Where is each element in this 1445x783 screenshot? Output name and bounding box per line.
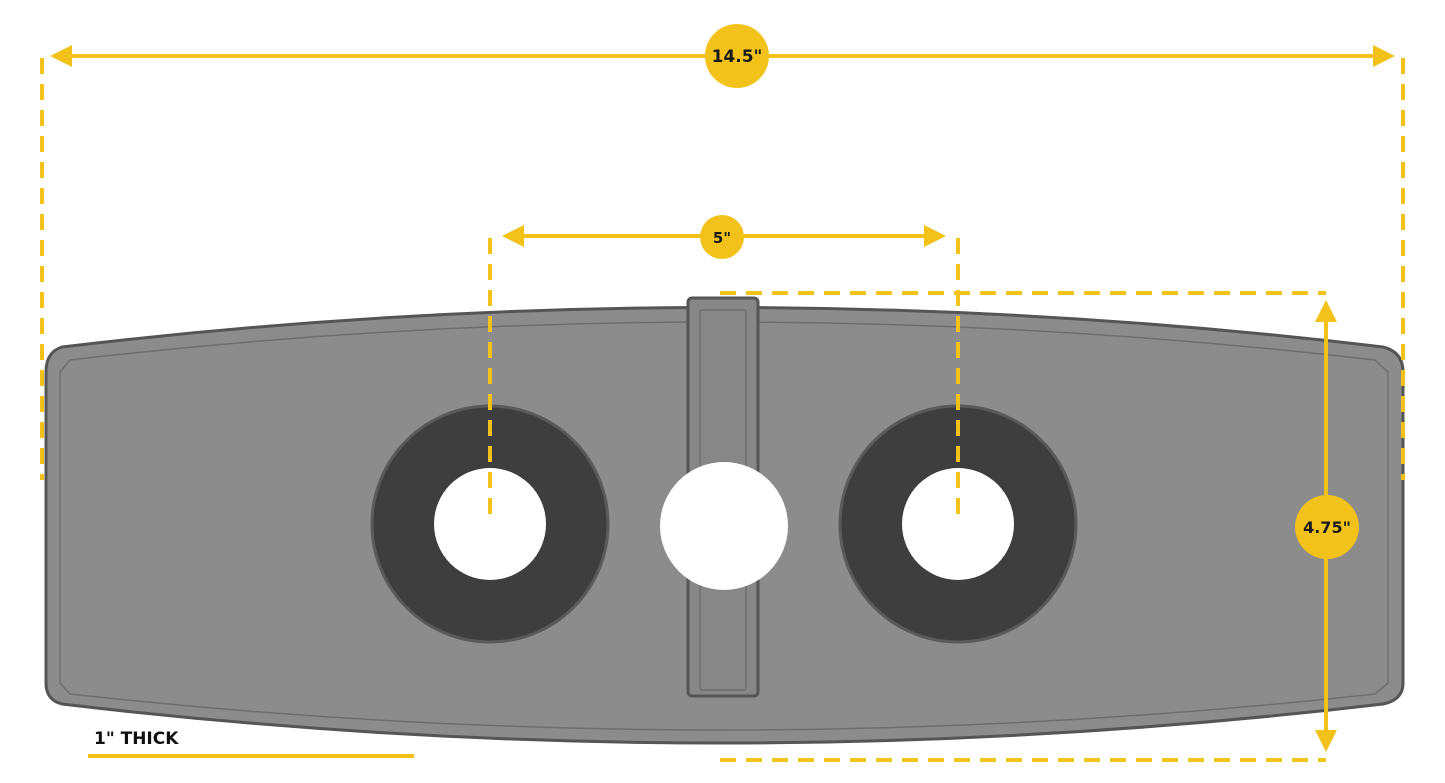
plate-height-arrow-bottom [1315, 730, 1337, 752]
hole-spacing-arrow-left [502, 225, 524, 247]
overall-width-badge: 14.5" [705, 24, 769, 88]
hole-spacing-badge: 5" [700, 215, 744, 259]
center-spout-hole [660, 462, 788, 590]
left-valve-hole [434, 468, 546, 580]
plate-height-label: 4.75" [1303, 518, 1351, 537]
right-valve-hole [902, 468, 1014, 580]
cover-plate [44, 296, 1405, 745]
plate-height-arrow-top [1315, 300, 1337, 322]
plate-height-badge: 4.75" [1295, 495, 1359, 559]
overall-width-label: 14.5" [712, 47, 763, 67]
arrowheads [50, 45, 1395, 752]
plate-inner-edge [59, 321, 1389, 731]
hole-spacing-label: 5" [713, 229, 731, 247]
hole-spacing-arrow-right [924, 225, 946, 247]
thickness-label: 1" THICK [94, 729, 179, 749]
overall-width-arrow-left [50, 45, 72, 67]
overall-width-arrow-right [1373, 45, 1395, 67]
